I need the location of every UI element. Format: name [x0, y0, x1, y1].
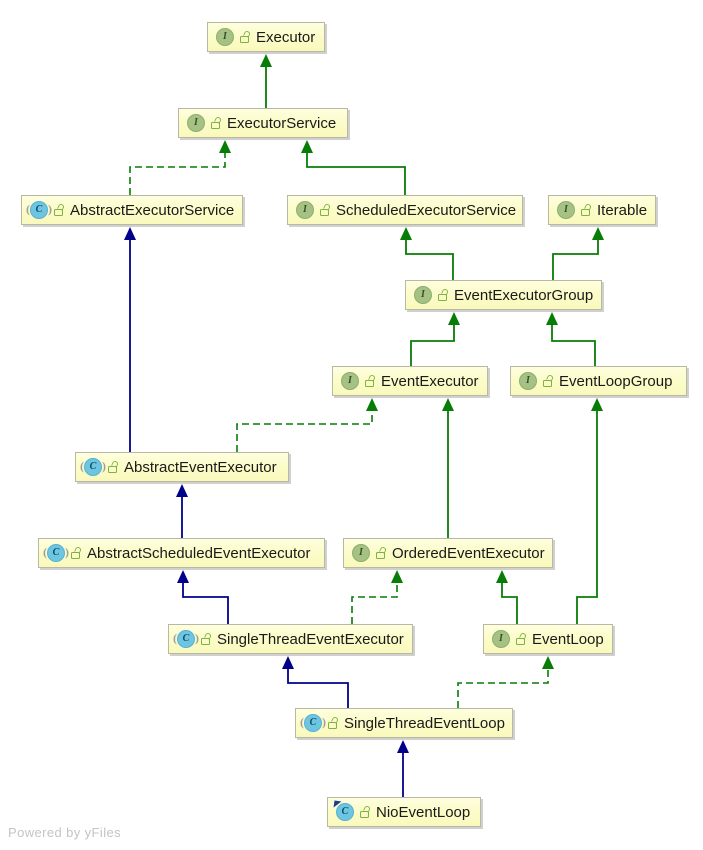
edge-singlethreadeventexecutor-implements-orderedeventexecutor: [351, 583, 398, 624]
yfiles-watermark: Powered by yFiles: [8, 825, 122, 840]
node-abstract-scheduled-event-executor[interactable]: C AbstractScheduledEventExecutor: [38, 538, 325, 568]
interface-icon: I: [414, 286, 432, 304]
interface-icon: I: [216, 28, 234, 46]
node-label: Executor: [256, 28, 316, 46]
node-event-executor-group[interactable]: I EventExecutorGroup: [405, 280, 602, 310]
open-lock-icon: [543, 374, 554, 387]
open-lock-icon: [108, 460, 119, 473]
node-label: NioEventLoop: [376, 803, 471, 821]
edge-eventloop-extends-orderedeventexecutor: [501, 583, 518, 624]
node-label: Iterable: [597, 201, 648, 219]
edge-eventexecutorgroup-extends-iterable: [552, 240, 599, 280]
node-label: EventExecutor: [381, 372, 479, 390]
interface-icon: I: [187, 114, 205, 132]
node-label: AbstractScheduledEventExecutor: [87, 544, 311, 562]
node-abstract-event-executor[interactable]: C AbstractEventExecutor: [75, 452, 289, 482]
open-lock-icon: [365, 374, 376, 387]
edge-singlethreadeventloop-extends-singlethreadeventexecutor: [287, 669, 349, 708]
class-icon: C: [333, 800, 354, 821]
abstract-class-icon: C: [80, 458, 106, 476]
open-lock-icon: [240, 30, 251, 43]
interface-icon: I: [296, 201, 314, 219]
class-icon-wedge: [333, 800, 342, 809]
edge-scheduledexecutorservice-extends-executorservice: [306, 153, 406, 195]
edge-abstractexecutorservice-implements-executorservice: [129, 153, 226, 195]
node-iterable[interactable]: I Iterable: [548, 195, 656, 225]
abstract-class-icon: C: [173, 630, 199, 648]
open-lock-icon: [201, 632, 212, 645]
open-lock-icon: [71, 546, 82, 559]
interface-icon: I: [557, 201, 575, 219]
node-label: AbstractExecutorService: [70, 201, 235, 219]
node-label: EventLoopGroup: [559, 372, 673, 390]
node-label: ExecutorService: [227, 114, 337, 132]
node-event-loop-group[interactable]: I EventLoopGroup: [510, 366, 687, 396]
interface-icon: I: [352, 544, 370, 562]
open-lock-icon: [54, 203, 65, 216]
node-label: OrderedEventExecutor: [392, 544, 545, 562]
node-single-thread-event-loop[interactable]: C SingleThreadEventLoop: [295, 708, 513, 738]
edge-abstracteventexecutor-implements-eventexecutor: [236, 411, 373, 452]
open-lock-icon: [438, 288, 449, 301]
edge-singlethreadeventloop-implements-eventloop: [457, 669, 549, 708]
edge-eventloopgroup-extends-eventexecutorgroup: [551, 325, 596, 366]
interface-icon: I: [519, 372, 537, 390]
node-label: ScheduledExecutorService: [336, 201, 517, 219]
open-lock-icon: [581, 203, 592, 216]
implements-edges: [129, 140, 554, 708]
edge-eventexecutorgroup-extends-scheduledexecutorservice: [405, 240, 454, 280]
open-lock-icon: [211, 116, 222, 129]
node-label: AbstractEventExecutor: [124, 458, 277, 476]
abstract-class-icon: C: [300, 714, 326, 732]
edge-eventexecutor-extends-eventexecutorgroup: [410, 325, 455, 366]
node-label: SingleThreadEventLoop: [344, 714, 505, 732]
node-label: SingleThreadEventExecutor: [217, 630, 404, 648]
interface-icon: I: [492, 630, 510, 648]
node-label: EventExecutorGroup: [454, 286, 594, 304]
node-executor[interactable]: I Executor: [207, 22, 325, 52]
node-single-thread-event-executor[interactable]: C SingleThreadEventExecutor: [168, 624, 413, 654]
interface-icon: I: [341, 372, 359, 390]
open-lock-icon: [360, 805, 371, 818]
open-lock-icon: [376, 546, 387, 559]
node-ordered-event-executor[interactable]: I OrderedEventExecutor: [343, 538, 553, 568]
node-event-executor[interactable]: I EventExecutor: [332, 366, 488, 396]
node-executor-service[interactable]: I ExecutorService: [178, 108, 348, 138]
node-event-loop[interactable]: I EventLoop: [483, 624, 613, 654]
open-lock-icon: [516, 632, 527, 645]
node-scheduled-executor-service[interactable]: I ScheduledExecutorService: [287, 195, 523, 225]
open-lock-icon: [328, 716, 339, 729]
abstract-class-icon: C: [26, 201, 52, 219]
node-nio-event-loop[interactable]: C NioEventLoop: [327, 797, 481, 827]
node-label: EventLoop: [532, 630, 604, 648]
edge-singlethreadeventexecutor-extends-abstractscheduledeventexecutor: [182, 583, 229, 624]
node-abstract-executor-service[interactable]: C AbstractExecutorService: [21, 195, 243, 225]
abstract-class-icon: C: [43, 544, 69, 562]
edge-eventloop-extends-eventloopgroup: [576, 411, 598, 624]
open-lock-icon: [320, 203, 331, 216]
